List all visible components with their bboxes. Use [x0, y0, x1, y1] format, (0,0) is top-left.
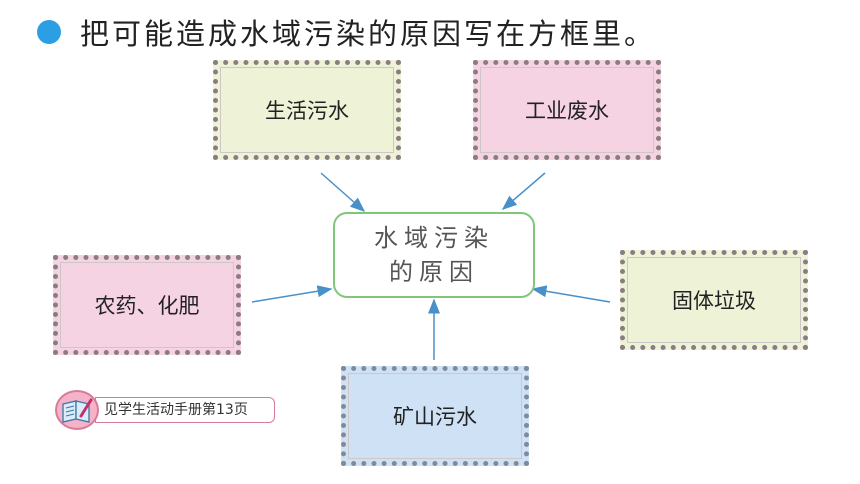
- arrow-right: [531, 285, 611, 303]
- cause-label: 固体垃圾: [672, 289, 756, 313]
- arrow-top-right: [501, 172, 546, 210]
- cause-label: 农药、化肥: [94, 294, 200, 318]
- cause-box-domestic-sewage: 生活污水: [213, 60, 401, 160]
- cause-label: 工业废水: [525, 99, 609, 123]
- center-topic-box: 水域污染 的原因: [333, 212, 535, 298]
- workbook-reference-badge: 见学生活动手册第13页: [55, 390, 277, 430]
- cause-box-mine-wastewater: 矿山污水: [341, 366, 529, 466]
- cause-label: 生活污水: [265, 99, 349, 123]
- cause-box-industrial-wastewater: 工业废水: [473, 60, 661, 160]
- cause-label: 矿山污水: [393, 405, 477, 429]
- notebook-icon: [55, 390, 99, 430]
- cause-box-solid-waste: 固体垃圾: [620, 250, 808, 350]
- workbook-reference-text: 见学生活动手册第13页: [95, 397, 275, 423]
- center-title-line2: 的原因: [389, 258, 479, 286]
- center-title-line1: 水域污染: [374, 224, 494, 252]
- arrow-left: [251, 285, 333, 303]
- instruction-text: 把可能造成水域污染的原因写在方框里。: [80, 17, 657, 51]
- bullet-dot: [37, 20, 61, 44]
- arrow-top-left: [320, 172, 366, 212]
- cause-box-pesticides-fertilizers: 农药、化肥: [53, 255, 241, 355]
